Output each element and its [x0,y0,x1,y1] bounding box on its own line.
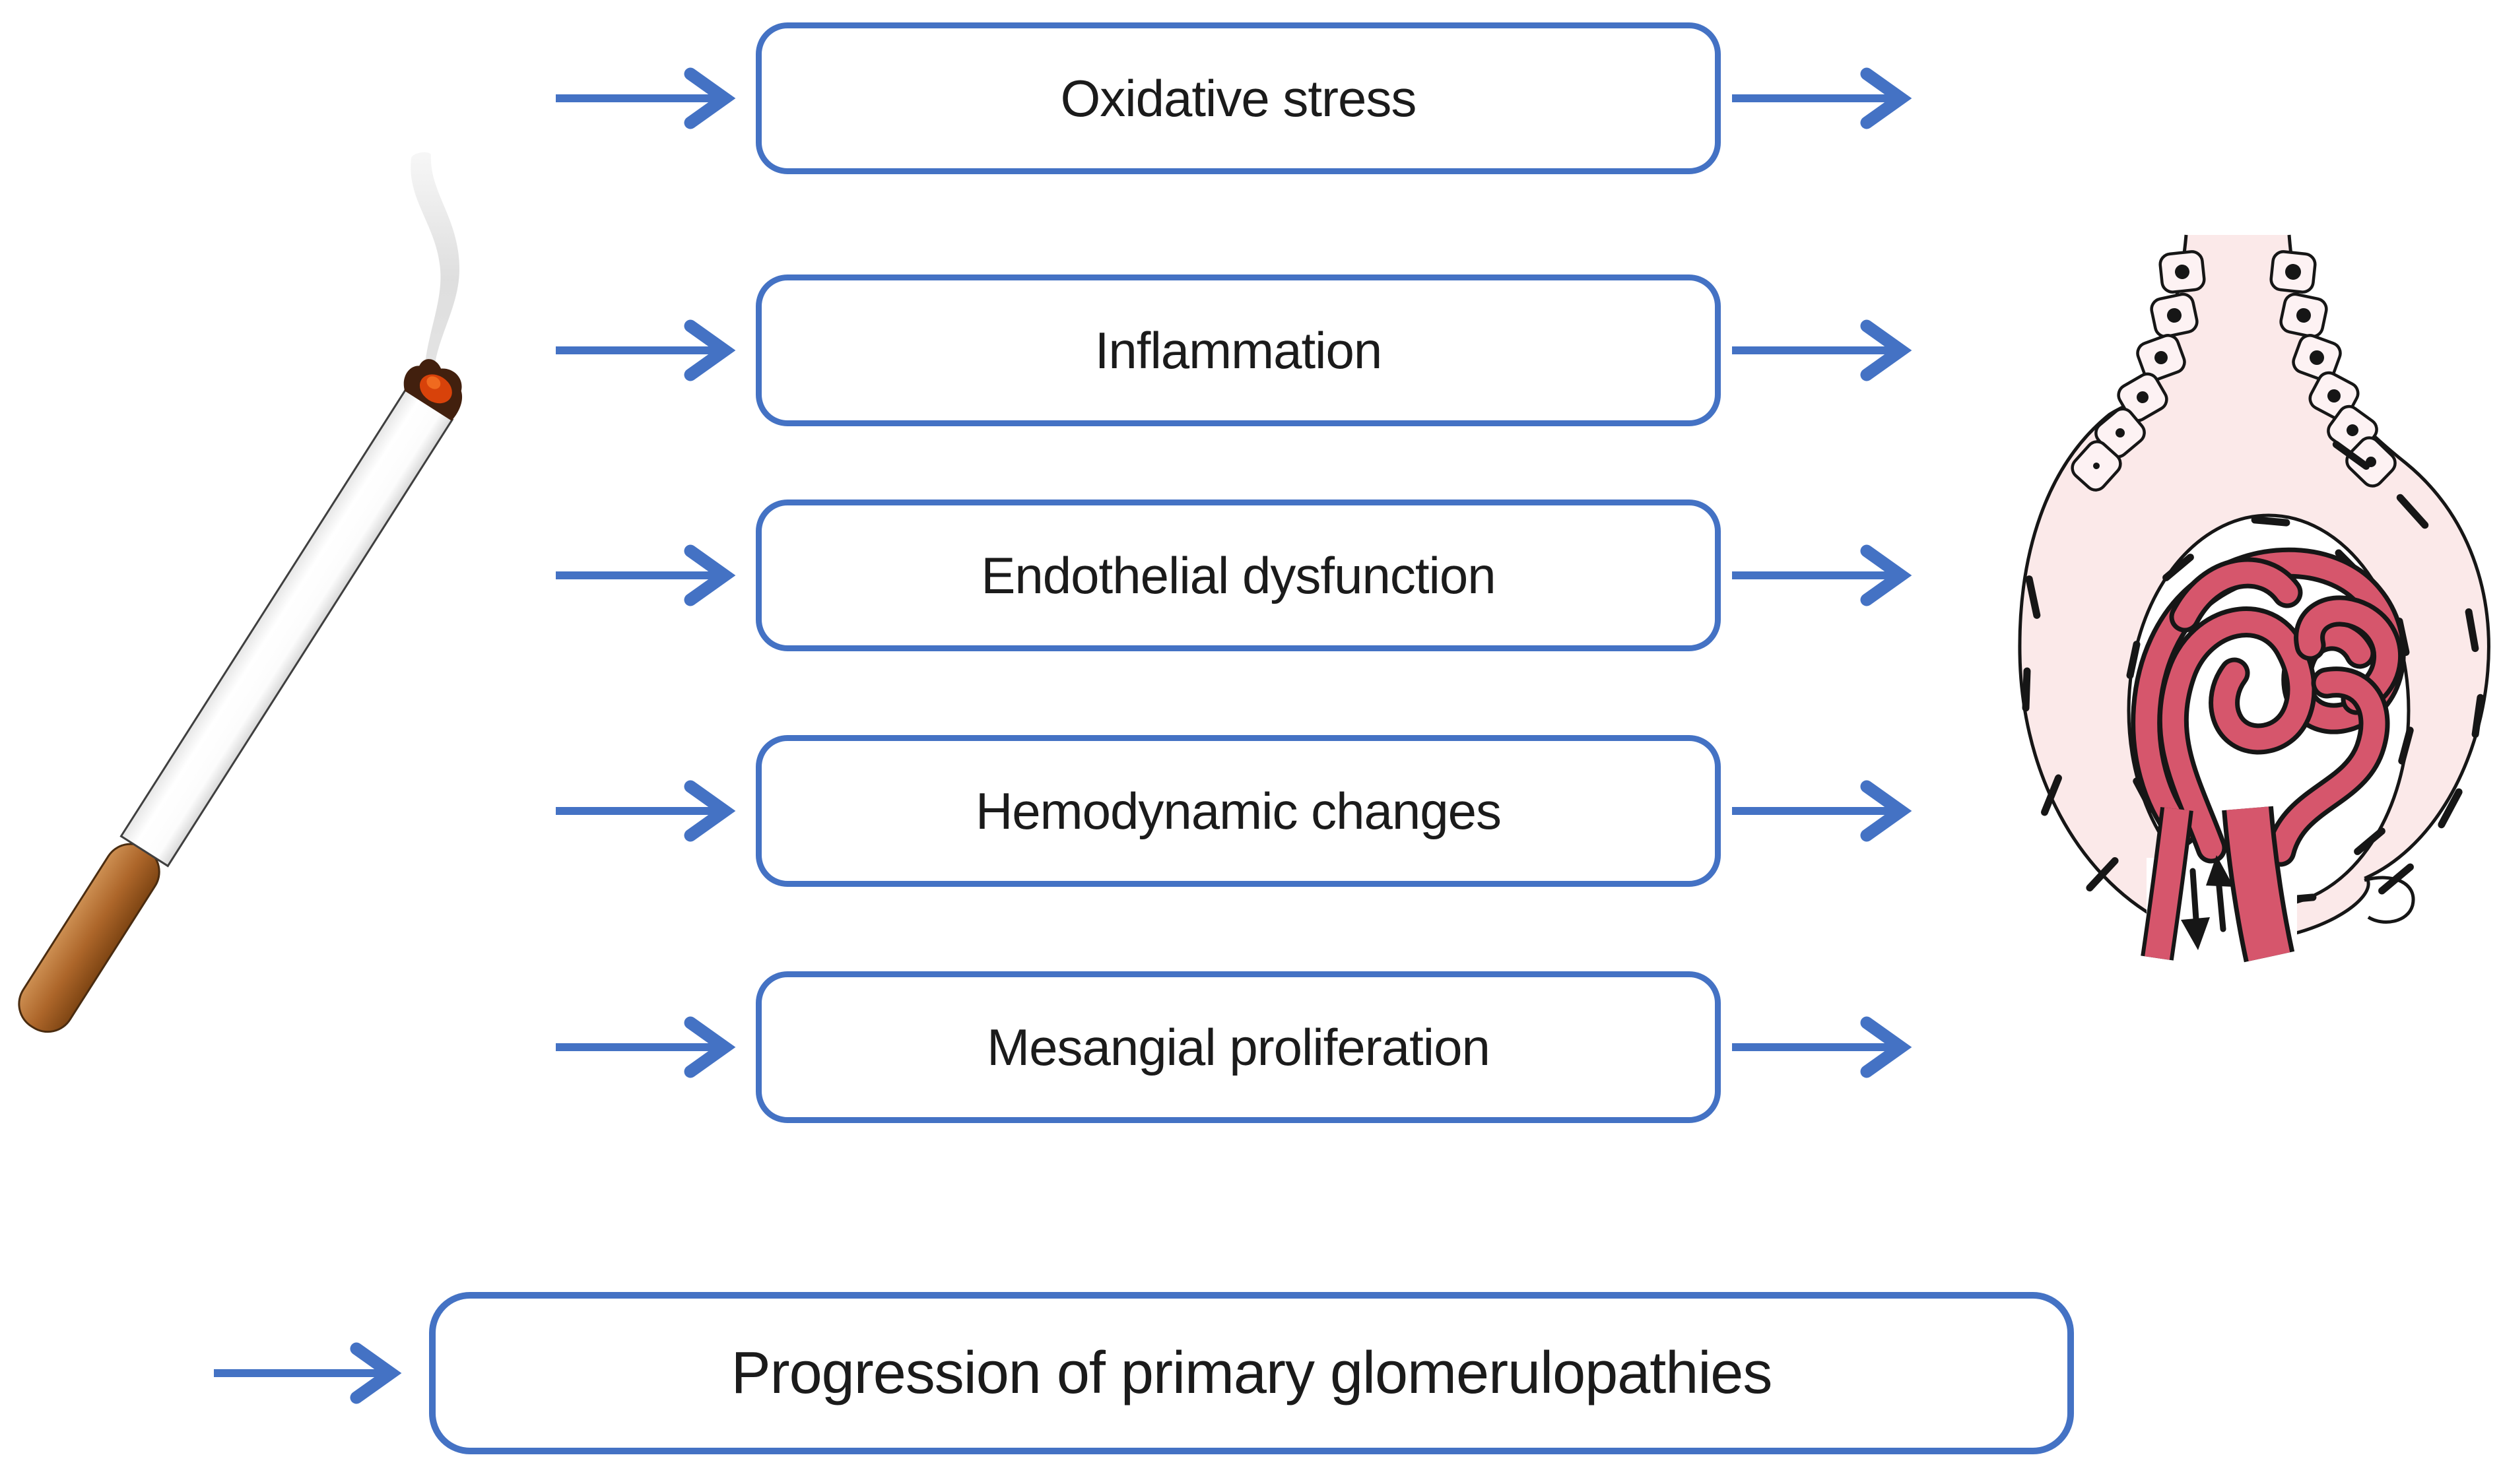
arrow-from-oxidative-stress [1732,67,1912,129]
efferent-arteriole [2222,806,2295,963]
arrow-from-inflammation [1732,319,1912,381]
capsule-curl [2364,876,2415,924]
box-progression-outcome: Progression of primary glomerulopathies [429,1292,2074,1454]
arrows-to-glomerulus [1732,67,1912,1078]
arrow-into-endothelial-dysfunction [556,544,736,606]
box-label: Endothelial dysfunction [981,546,1496,604]
arrow-from-mesangial-proliferation [1732,1016,1912,1078]
afferent-arteriole [2141,807,2193,961]
cigarette-filter [18,843,160,1033]
tubule-epithelial-cells [2071,250,2397,492]
arrows-into-mediators [556,67,736,1078]
capillary-tuft [2131,547,2406,867]
box-mesangial-proliferation: Mesangial proliferation [756,971,1721,1123]
flow-up-arrow [2206,855,2234,932]
box-endothelial-dysfunction: Endothelial dysfunction [756,500,1721,651]
smoke-icon [411,152,459,425]
arrow-into-oxidative-stress [556,67,736,129]
cigarette-paper [119,388,454,868]
arrow-into-mesangial-proliferation [556,1016,736,1078]
cigarette-icon [18,152,462,1033]
box-label: Oxidative stress [1060,69,1417,127]
arrow-into-hemodynamic-changes [556,780,736,842]
box-inflammation: Inflammation [756,274,1721,426]
box-label: Hemodynamic changes [975,781,1502,840]
glomerulus-icon [2018,234,2490,967]
box-oxidative-stress: Oxidative stress [756,22,1721,174]
arrow-into-inflammation [556,319,736,381]
arrow-into-outcome [214,1342,402,1404]
box-label: Progression of primary glomerulopathies [731,1339,1773,1406]
ember-highlight [426,376,441,389]
arrow-from-hemodynamic-changes [1732,780,1912,842]
flow-down-arrow [2181,868,2210,950]
arrow-from-endothelial-dysfunction [1732,544,1912,606]
tubule-neck [2110,235,2321,508]
box-label: Mesangial proliferation [987,1017,1490,1076]
box-hemodynamic-changes: Hemodynamic changes [756,735,1721,887]
box-label: Inflammation [1094,321,1383,379]
